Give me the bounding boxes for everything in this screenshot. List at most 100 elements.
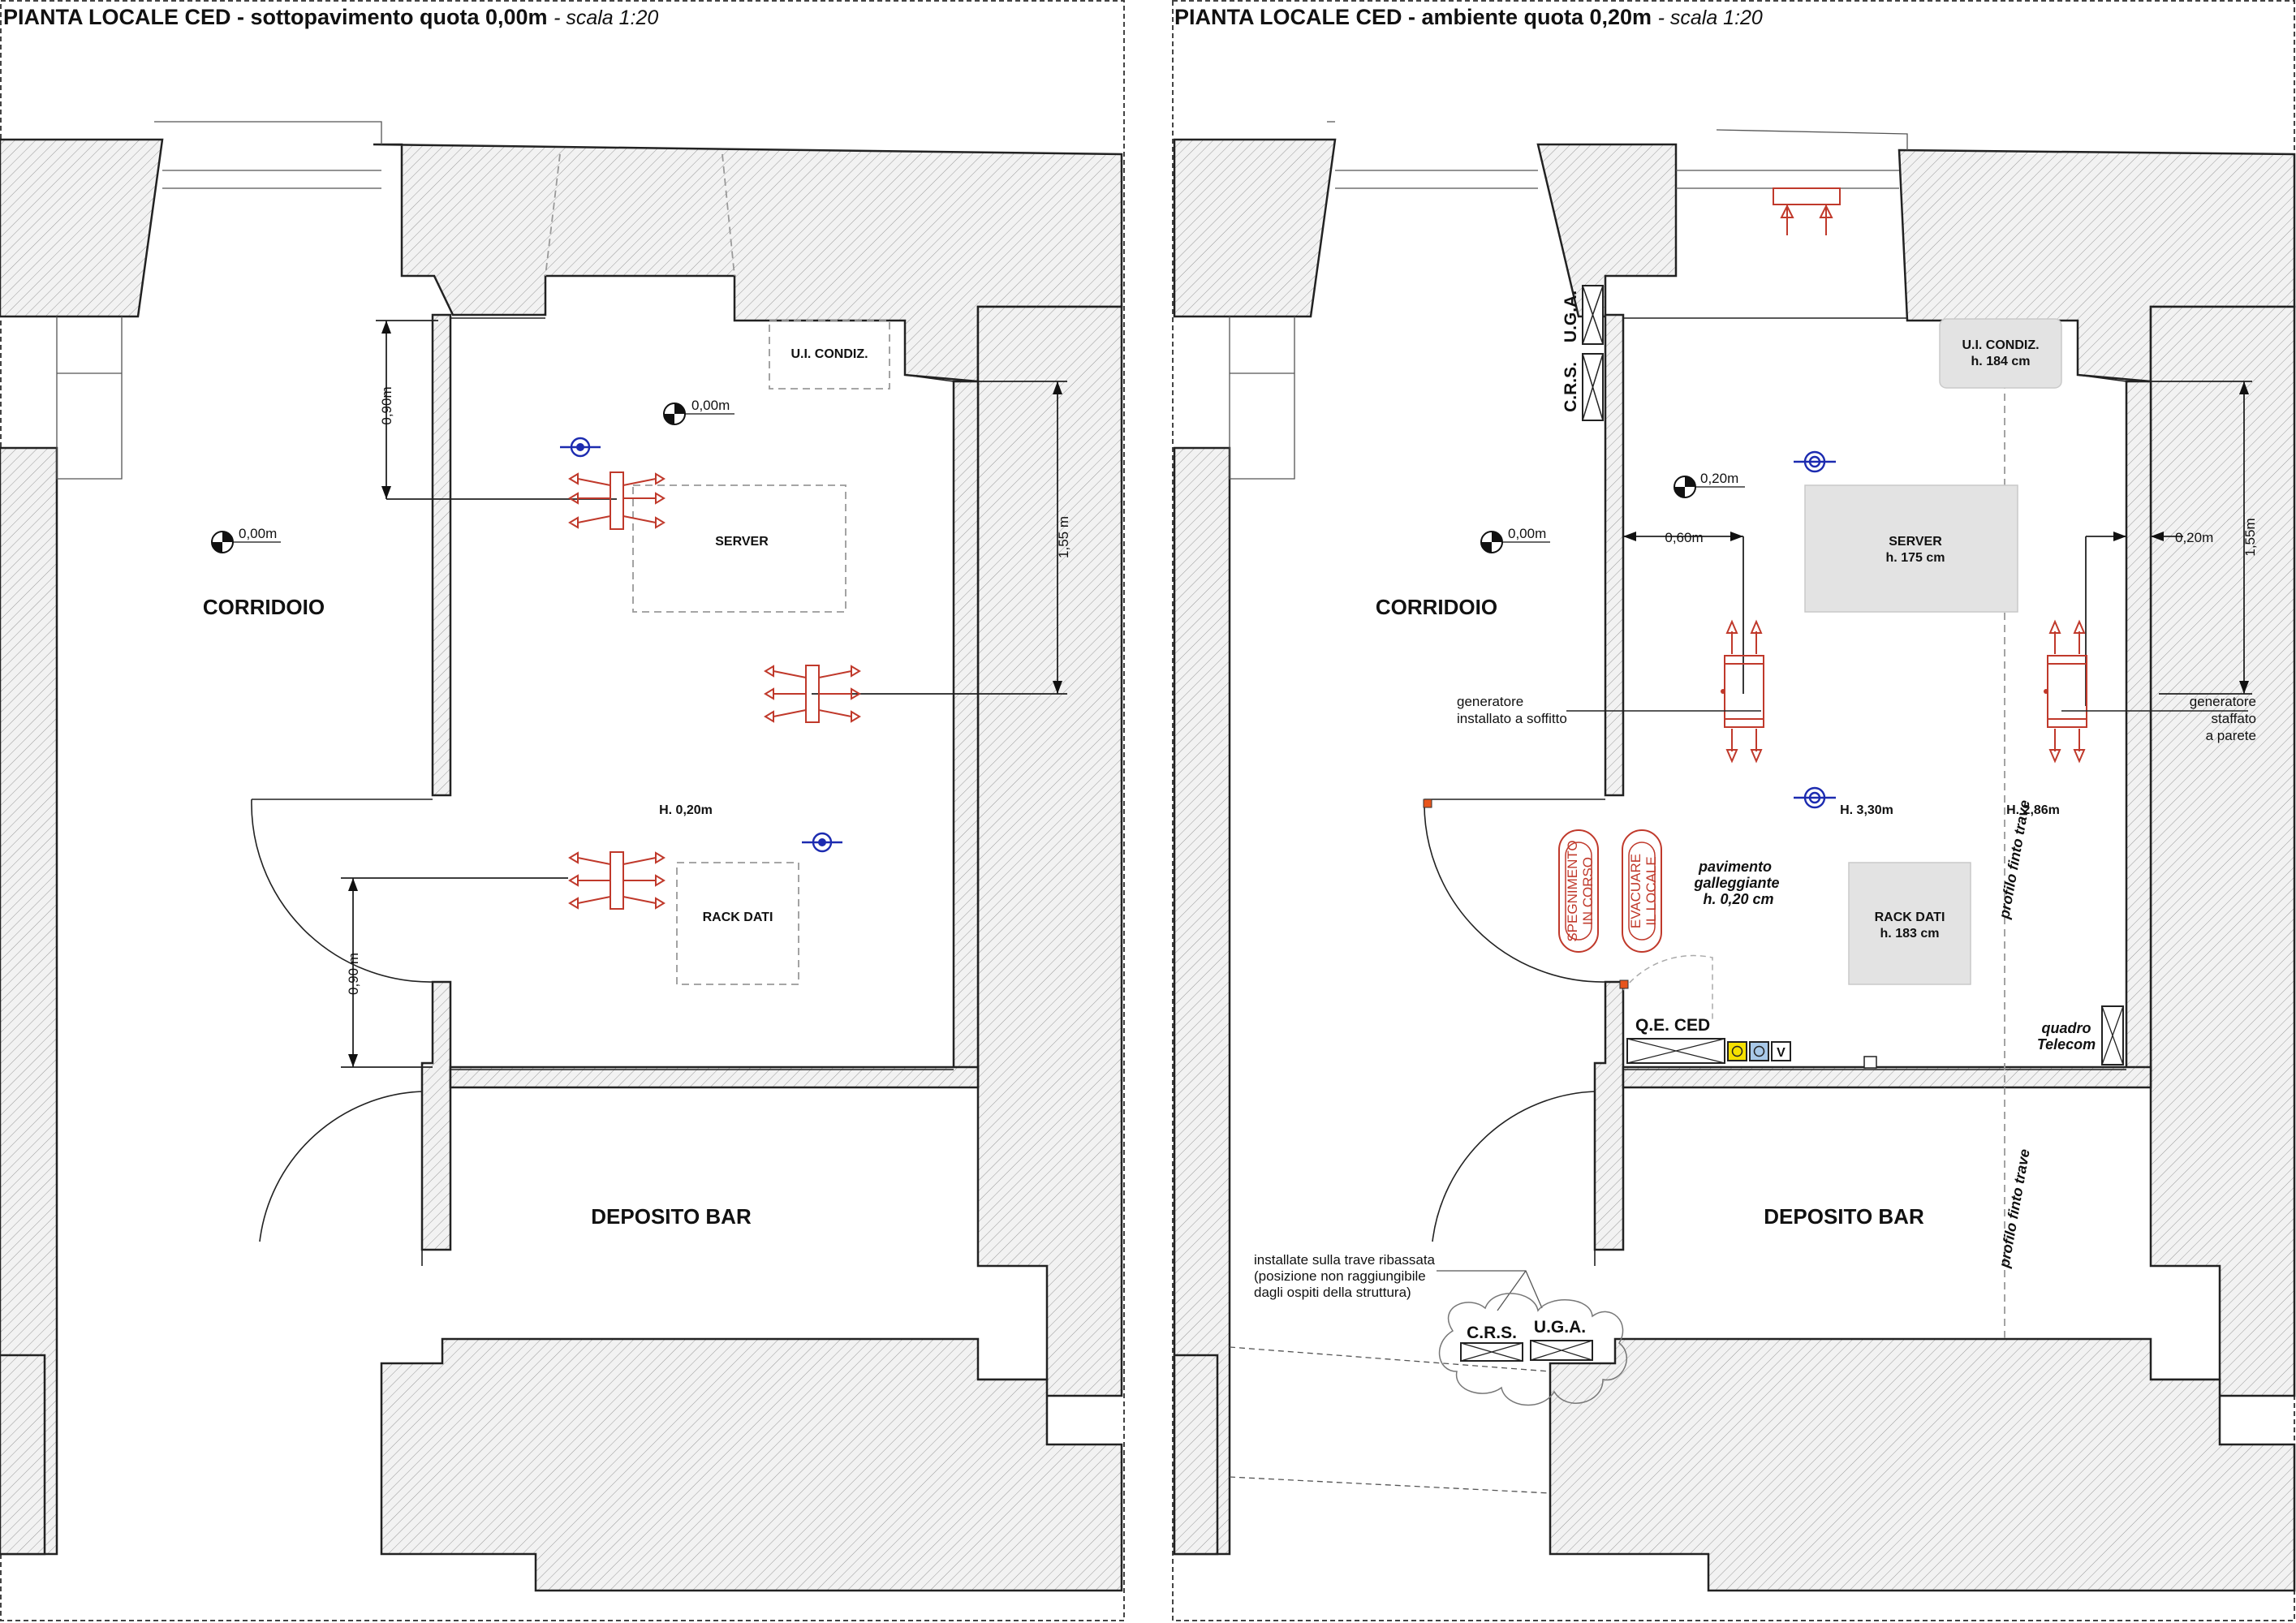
server-box-right [1804, 484, 2018, 613]
wall-lower-left-r [1173, 1354, 1219, 1556]
door-deposito-arc [259, 1091, 423, 1266]
orange-marker [1423, 799, 1432, 808]
top-generator-icon [1773, 187, 1841, 235]
level-marker-icon: 0,20m [1674, 471, 1745, 498]
wall-middle-horizontal-r [1622, 1065, 2152, 1089]
rack-outline-left [676, 862, 799, 985]
smoke-sensor-icon [1794, 786, 1836, 809]
wall-top-main-r [1536, 143, 1678, 318]
left-panel: PIANTA LOCALE CED - sottopavimento quota… [0, 5, 1123, 1592]
wall-deposito-bottom [380, 1337, 1123, 1592]
generatore-parete-label-2: staffato [2212, 711, 2256, 726]
door-corridor-arc [251, 799, 433, 983]
generator-icon [568, 471, 666, 530]
qe-ced-label: Q.E. CED [1635, 1016, 1710, 1035]
level-marker-icon: 0,00m [663, 398, 734, 425]
smoke-sensor-icon [560, 437, 601, 458]
note-line-2: (posizione non raggiungibile [1254, 1268, 1426, 1284]
wall-deposito-bottom-r [1549, 1337, 2296, 1592]
ui-condiz-height-right: h. 184 cm [1971, 355, 2031, 368]
generator-wall-icon [2044, 619, 2087, 764]
blue-button-icon [1749, 1041, 1769, 1061]
server-label-left: SERVER [715, 535, 769, 549]
dimension-060: 0,60m [1623, 530, 1744, 694]
svg-text:0,90m: 0,90m [379, 386, 394, 424]
ui-condiz-label-left: U.I. CONDIZ. [790, 347, 868, 361]
uga-label-bottom: U.G.A. [1534, 1318, 1586, 1337]
left-dash-wall-2 [722, 153, 735, 277]
rack-label-left: RACK DATI [703, 911, 773, 924]
left-dash-wall-1 [545, 153, 561, 277]
note-line-1: installate sulla trave ribassata [1254, 1252, 1436, 1268]
svg-text:EVACUARE: EVACUARE [1628, 854, 1643, 928]
pavimento-label-3: h. 0,20 cm [1703, 891, 1773, 907]
door-deposito-arc-r [1432, 1091, 1596, 1266]
dimension-155-right: 1,55m [2143, 381, 2258, 695]
corridoio-label-left: CORRIDOIO [203, 595, 325, 619]
floor-height-label-left: H. 0,20m [659, 803, 713, 817]
deposito-label-left: DEPOSITO BAR [591, 1204, 752, 1229]
door-corridor-arc-r [1424, 799, 1606, 983]
pavimento-label-2: galleggiante [1693, 875, 1779, 891]
svg-text:0,20m: 0,20m [2175, 530, 2213, 545]
profilo-label-upper: profilo finto trave [1996, 799, 2033, 920]
wall-corridor-divider-r [1604, 313, 1625, 797]
note-leader [1437, 1270, 1543, 1311]
ui-condiz-box-right [1939, 318, 2062, 389]
door-qe-arc [1622, 954, 1713, 1022]
wall-right-outer-r [2149, 305, 2296, 1397]
wall-corridor-divider [431, 313, 452, 797]
generatore-parete-label-1: generatore [2190, 694, 2256, 709]
uga-box: U.G.A. [1562, 285, 1604, 345]
svg-text:C.R.S.: C.R.S. [1562, 362, 1580, 412]
generatore-parete-label-3: a parete [2206, 728, 2256, 743]
left-panel-title: PIANTA LOCALE CED - sottopavimento quota… [3, 5, 658, 29]
server-height-right: h. 175 cm [1886, 551, 1945, 565]
quadro-telecom-box [2101, 1005, 2124, 1065]
wall-left-strip-r [1173, 446, 1231, 1556]
wall-top-left [0, 138, 164, 318]
svg-text:SPEGNIMENTO: SPEGNIMENTO [1565, 840, 1580, 941]
deposito-label-right: DEPOSITO BAR [1764, 1204, 1924, 1229]
bottom-dash-line [1229, 1346, 1551, 1494]
svg-text:IN CORSO: IN CORSO [1580, 857, 1596, 925]
v-button-icon: V [1771, 1041, 1791, 1061]
ced-room-outline-r [1623, 317, 2127, 1070]
dimension-155: 1,55 m [812, 381, 1071, 695]
rack-box-right [1848, 862, 1971, 985]
svg-text:0,00m: 0,00m [691, 398, 730, 413]
wall-corridor-divider-lower-r [1593, 980, 1625, 1251]
right-panel: PIANTA LOCALE CED - ambiente quota 0,20m… [1173, 5, 2296, 1592]
wall-left-strip [0, 446, 58, 1556]
server-label-right: SERVER [1889, 535, 1942, 549]
wall-right-column [952, 380, 980, 1073]
server-outline-left [632, 484, 846, 613]
height-330-label: H. 3,30m [1840, 803, 1893, 817]
svg-text:1,55m: 1,55m [2242, 518, 2258, 556]
cloud-outline [1439, 1293, 1627, 1406]
crs-box-bottom [1460, 1342, 1523, 1362]
corridor-thin-lines [56, 316, 123, 480]
generatore-soffitto-label-1: generatore [1457, 694, 1523, 709]
ui-condiz-outline-left [769, 320, 890, 390]
crs-box: C.R.S. [1562, 353, 1604, 421]
svg-text:0,90 m: 0,90 m [346, 953, 361, 995]
wall-right-outer [976, 305, 1123, 1397]
wall-lower-left [0, 1354, 46, 1556]
note-line-3: dagli ospiti della struttura) [1254, 1285, 1411, 1300]
svg-text:0,60m: 0,60m [1665, 530, 1703, 545]
generatore-soffitto-label-2: installato a soffitto [1457, 711, 1567, 726]
pavimento-label-1: pavimento [1698, 859, 1772, 875]
svg-text:V: V [1777, 1046, 1786, 1060]
svg-text:1,55 m: 1,55 m [1056, 516, 1071, 558]
evacuare-warning-sign: EVACUARE IL LOCALE [1622, 829, 1662, 953]
svg-text:0,00m: 0,00m [239, 526, 277, 541]
generator-icon [764, 665, 861, 723]
ced-room-outline [450, 280, 954, 1070]
svg-text:0,00m: 0,00m [1508, 526, 1546, 541]
uga-box-bottom [1530, 1340, 1593, 1361]
ui-condiz-label-right: U.I. CONDIZ. [1962, 338, 2039, 352]
smoke-sensor-icon [1794, 450, 1836, 473]
corridor-thin-lines-r [1229, 316, 1295, 480]
